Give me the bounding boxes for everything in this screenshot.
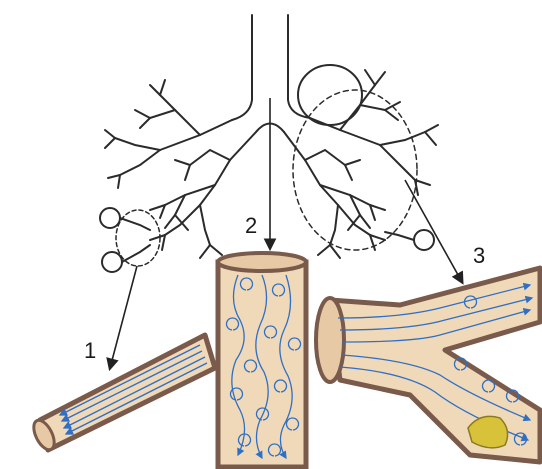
- deposit-icon: [468, 416, 508, 448]
- bronchial-tree-icon: [100, 15, 438, 272]
- transitional-flow-icon: [316, 268, 540, 462]
- laminar-flow-icon: [30, 335, 215, 453]
- turbulent-flow-icon: [218, 253, 306, 467]
- label-3: 3: [473, 245, 485, 267]
- label-2: 2: [245, 215, 257, 237]
- label-1: 1: [84, 340, 96, 362]
